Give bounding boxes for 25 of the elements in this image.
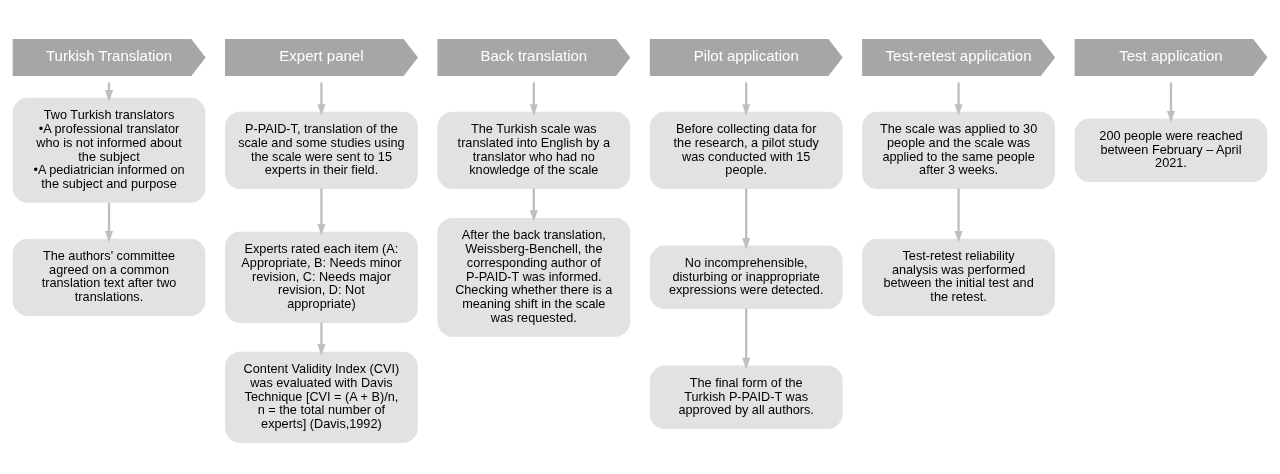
node-box: P-PAID-T, translation of the scale and some studies using the scale were sent to 15 experts in their field. bbox=[225, 111, 418, 189]
arrow bbox=[954, 81, 963, 116]
node-box: The Turkish scale was translated into English by a translator who had no knowledge of the scale bbox=[437, 111, 631, 189]
arrow bbox=[317, 188, 326, 235]
arrow bbox=[1166, 81, 1175, 123]
arrow bbox=[742, 308, 751, 369]
node-box: Two Turkish translators •A professional translator who is not informed about the subject •A pediatrician informed on the subject and purpose bbox=[12, 97, 206, 203]
node-box: The authors' committee agreed on a common translation text after two translations. bbox=[12, 238, 206, 316]
arrow bbox=[529, 81, 538, 116]
arrow bbox=[742, 81, 751, 116]
node-box: The scale was applied to 30 people and the scale was applied to the same people after 3 weeks. bbox=[862, 111, 1055, 189]
node-box: 200 people were reached between February – April 2021. bbox=[1074, 118, 1268, 182]
arrow bbox=[105, 202, 114, 243]
node-box: Experts rated each item (A: Appropriate, B: Needs minor revision, C: Needs major revision, D: Not appropriate) bbox=[225, 231, 418, 323]
node-box: Test-retest reliability analysis was performed between the initial test and the retest. bbox=[862, 238, 1055, 316]
arrow bbox=[317, 81, 326, 116]
arrow bbox=[742, 188, 751, 250]
node-box: Before collecting data for the research, a pilot study was conducted with 15 people. bbox=[649, 111, 843, 189]
arrow bbox=[317, 322, 326, 356]
arrow bbox=[529, 188, 538, 222]
node-box: After the back translation, Weissberg-Benchell, the corresponding author of P-PAID-T was informed. Checking whether there is a meaning shift in the scale was requested. bbox=[437, 217, 631, 337]
node-box: No incomprehensible, disturbing or inappropriate expressions were detected. bbox=[649, 245, 843, 309]
arrow bbox=[954, 188, 963, 243]
node-box: Content Validity Index (CVI) was evaluated with Davis Technique [CVI = (A + B)/n, n = the total number of experts] (Davis,1992) bbox=[225, 351, 418, 443]
node-box: The final form of the Turkish P-PAID-T was approved by all authors. bbox=[649, 365, 843, 429]
